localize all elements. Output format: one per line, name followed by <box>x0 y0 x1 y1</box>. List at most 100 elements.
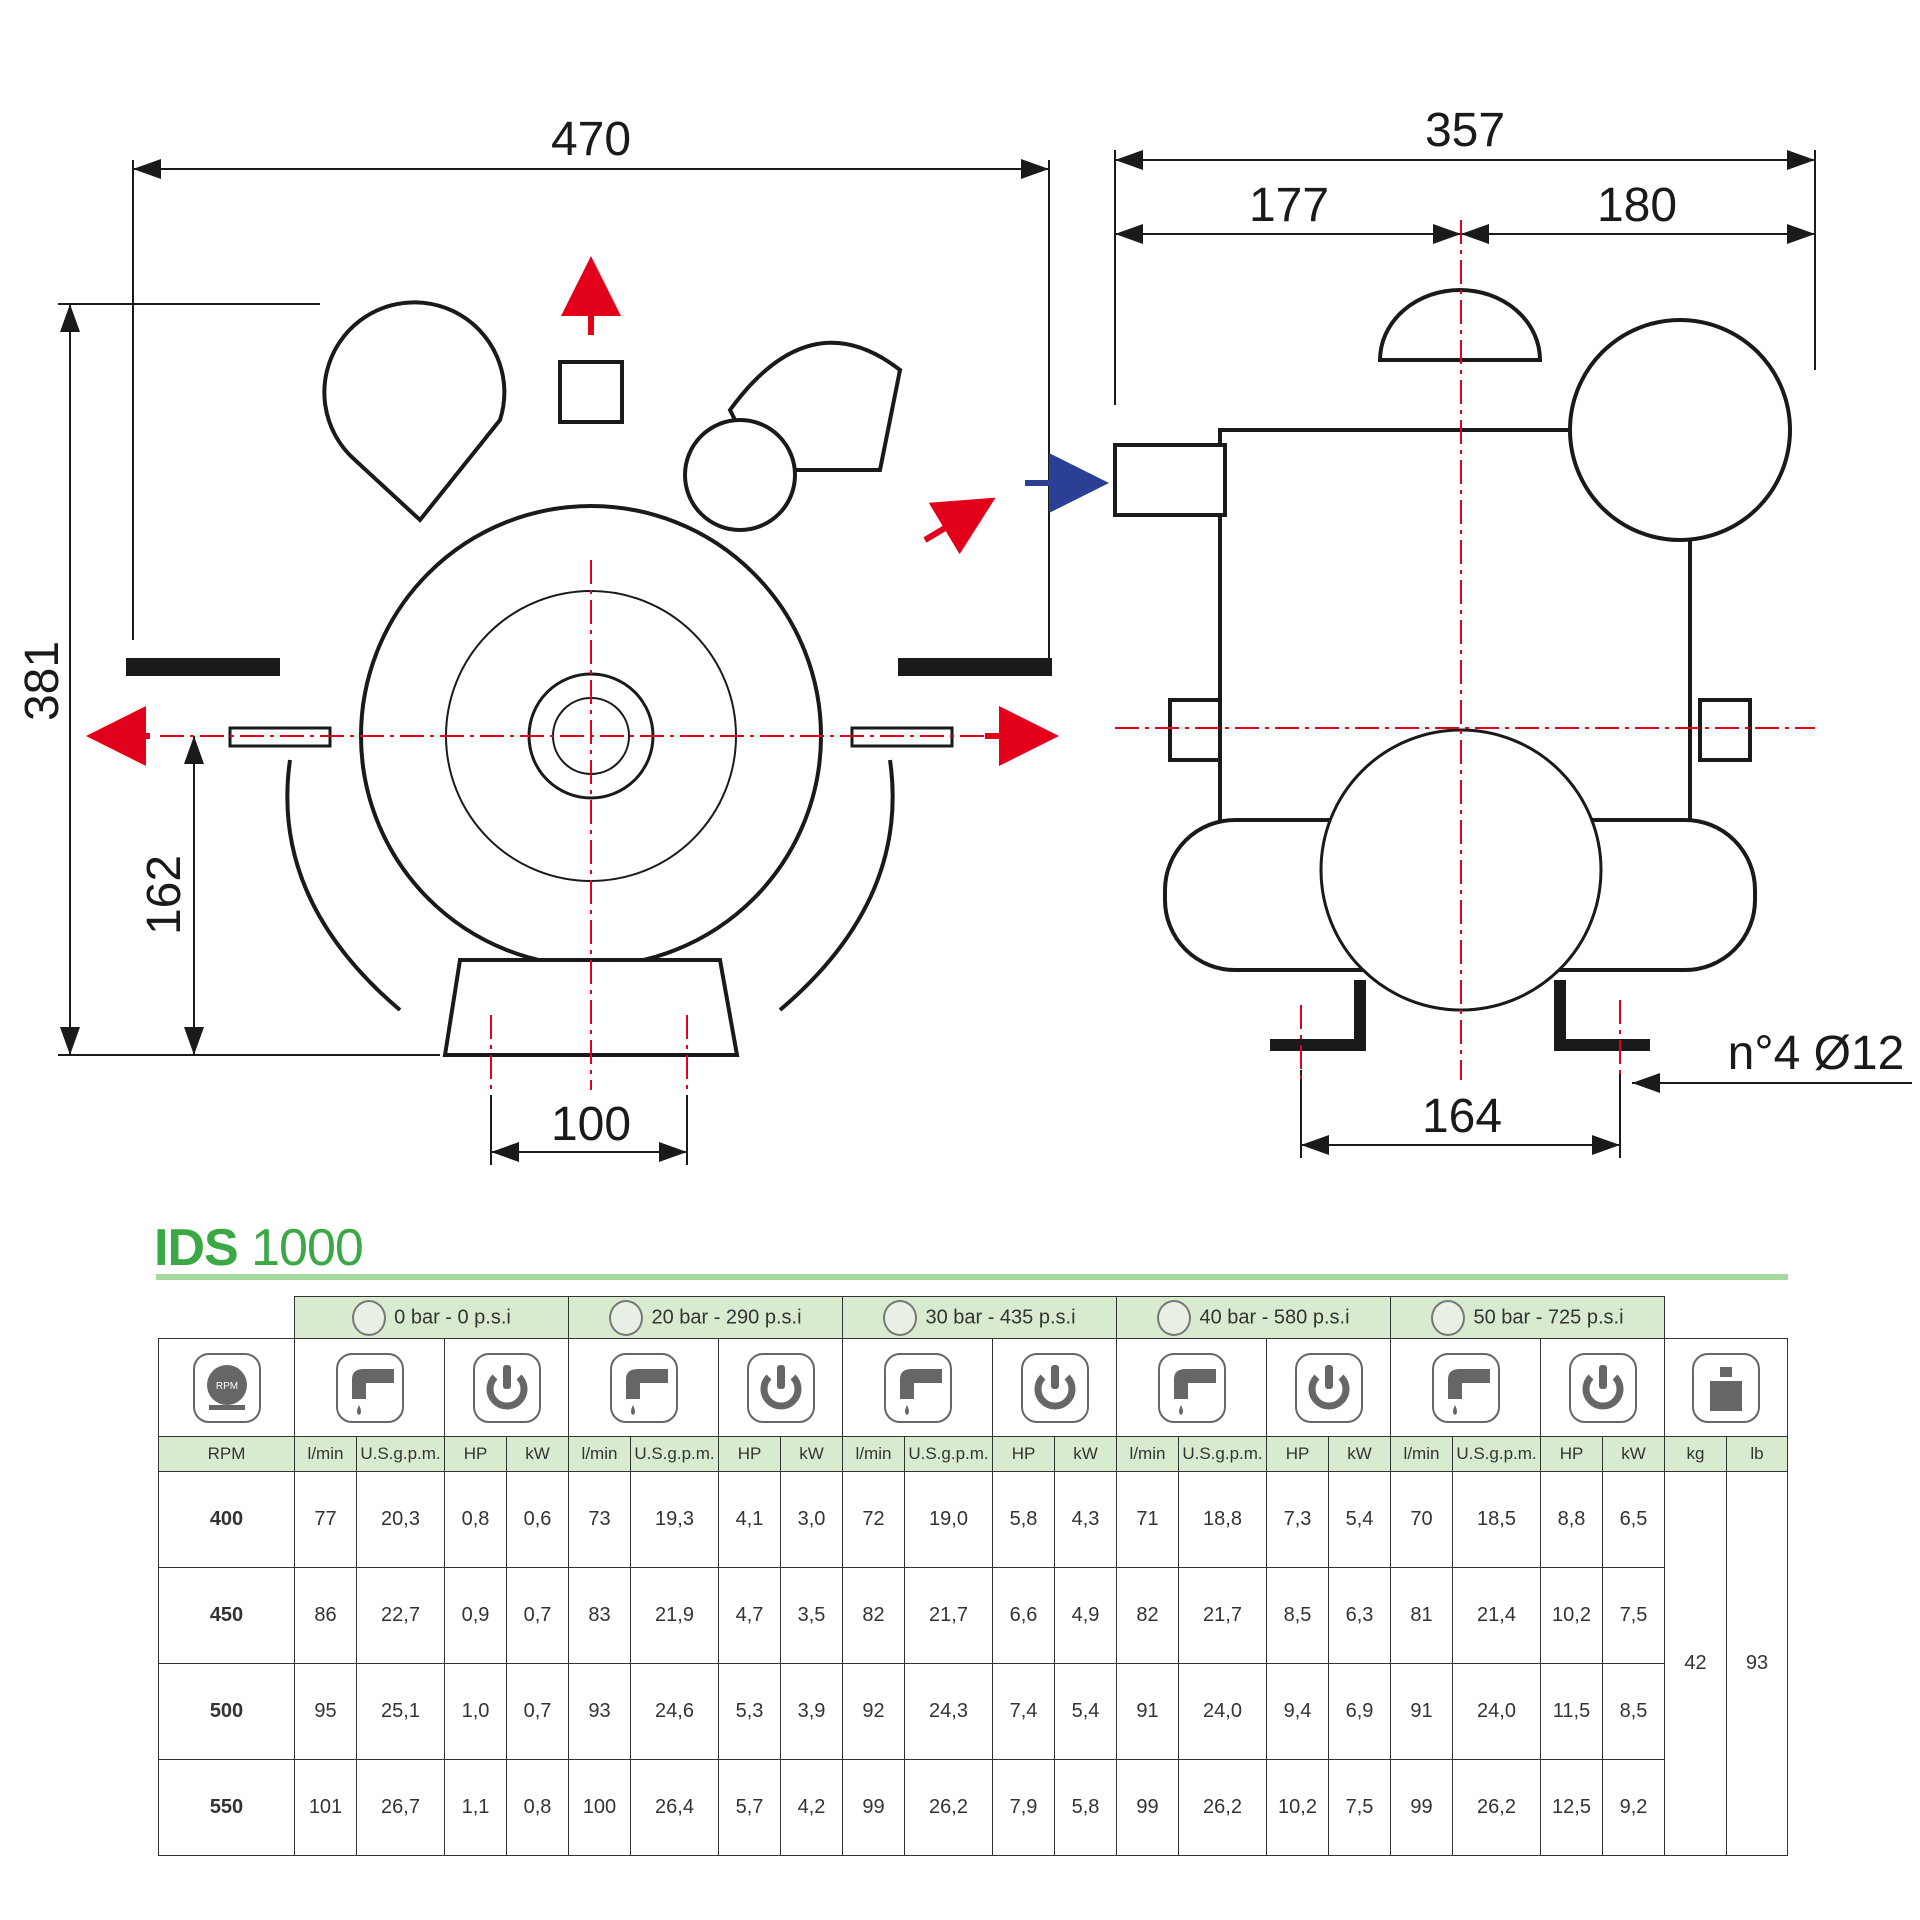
value-cell: 5,4 <box>1328 1471 1391 1568</box>
dim-front-feet: 100 <box>551 1098 631 1151</box>
unit-header: HP <box>1266 1436 1329 1472</box>
unit-header: U.S.g.p.m. <box>1452 1436 1541 1472</box>
faucet-icon <box>1157 1352 1226 1423</box>
value-cell: 5,7 <box>718 1759 781 1856</box>
value-cell: 26,2 <box>1452 1759 1541 1856</box>
dim-side-right: 180 <box>1597 179 1677 232</box>
value-cell: 7,9 <box>992 1759 1055 1856</box>
unit-header: lb <box>1726 1436 1788 1472</box>
unit-header: HP <box>1540 1436 1603 1472</box>
rpm-cell: 400 <box>158 1471 295 1568</box>
value-cell: 4,3 <box>1054 1471 1117 1568</box>
weight-icon-cell <box>1664 1338 1788 1437</box>
value-cell: 4,2 <box>780 1759 843 1856</box>
value-cell: 24,6 <box>630 1663 719 1760</box>
gauge-icon <box>1431 1299 1466 1336</box>
value-cell: 21,7 <box>1178 1567 1267 1664</box>
unit-header: RPM <box>158 1436 295 1472</box>
flow-arrows <box>86 256 1109 766</box>
pressure-header: 0 bar - 0 p.s.i <box>294 1296 569 1339</box>
dimension-lines <box>58 150 1912 1165</box>
empty-cell <box>1664 1296 1788 1339</box>
gauge-icon <box>609 1299 644 1336</box>
value-cell: 10,2 <box>1540 1567 1603 1664</box>
dim-holes: n°4 Ø12 <box>1728 1027 1905 1080</box>
unit-header: l/min <box>294 1436 357 1472</box>
rpm-cell: 450 <box>158 1567 295 1664</box>
flow-icon-cell <box>1390 1338 1541 1437</box>
value-cell: 26,4 <box>630 1759 719 1856</box>
value-cell: 4,1 <box>718 1471 781 1568</box>
value-cell: 70 <box>1390 1471 1453 1568</box>
value-cell: 101 <box>294 1759 357 1856</box>
power-icon <box>1020 1352 1089 1423</box>
gauge-icon <box>883 1299 918 1336</box>
unit-header: kW <box>780 1436 843 1472</box>
value-cell: 8,8 <box>1540 1471 1603 1568</box>
flow-icon-cell <box>842 1338 993 1437</box>
value-cell: 0,7 <box>506 1663 569 1760</box>
empty-cell <box>158 1296 295 1339</box>
value-cell: 5,8 <box>1054 1759 1117 1856</box>
value-cell: 26,2 <box>1178 1759 1267 1856</box>
dim-side-feet: 164 <box>1422 1090 1502 1143</box>
flow-icon-cell <box>568 1338 719 1437</box>
value-cell: 3,9 <box>780 1663 843 1760</box>
value-cell: 93 <box>568 1663 631 1760</box>
value-cell: 25,1 <box>356 1663 445 1760</box>
rpm-icon: RPM <box>192 1352 261 1423</box>
value-cell: 91 <box>1116 1663 1179 1760</box>
icon-row: RPM <box>158 1338 1788 1437</box>
dim-front-width: 470 <box>551 113 631 166</box>
gauge-icon <box>352 1299 387 1336</box>
centerlines <box>160 220 1815 1090</box>
unit-header: l/min <box>1116 1436 1179 1472</box>
value-cell: 7,4 <box>992 1663 1055 1760</box>
value-cell: 21,7 <box>904 1567 993 1664</box>
side-view-pump <box>1113 288 1792 1051</box>
value-cell: 99 <box>1390 1759 1453 1856</box>
pressure-header: 50 bar - 725 p.s.i <box>1390 1296 1665 1339</box>
value-cell: 91 <box>1390 1663 1453 1760</box>
value-cell: 24,3 <box>904 1663 993 1760</box>
value-cell: 7,3 <box>1266 1471 1329 1568</box>
unit-header: U.S.g.p.m. <box>630 1436 719 1472</box>
front-view-pump <box>126 300 1052 1057</box>
value-cell: 6,3 <box>1328 1567 1391 1664</box>
value-cell: 4,9 <box>1054 1567 1117 1664</box>
unit-header: l/min <box>1390 1436 1453 1472</box>
value-cell: 7,5 <box>1602 1567 1665 1664</box>
unit-header: kW <box>1328 1436 1391 1472</box>
value-cell: 18,8 <box>1178 1471 1267 1568</box>
value-cell: 72 <box>842 1471 905 1568</box>
power-icon-cell <box>1540 1338 1665 1437</box>
value-cell: 81 <box>1390 1567 1453 1664</box>
value-cell: 20,3 <box>356 1471 445 1568</box>
value-cell: 8,5 <box>1266 1567 1329 1664</box>
power-icon <box>1568 1352 1637 1423</box>
value-cell: 82 <box>1116 1567 1179 1664</box>
value-cell: 1,0 <box>444 1663 507 1760</box>
value-cell: 100 <box>568 1759 631 1856</box>
faucet-icon <box>1431 1352 1500 1423</box>
value-cell: 10,2 <box>1266 1759 1329 1856</box>
value-cell: 0,7 <box>506 1567 569 1664</box>
value-cell: 24,0 <box>1452 1663 1541 1760</box>
value-cell: 21,4 <box>1452 1567 1541 1664</box>
value-cell: 6,9 <box>1328 1663 1391 1760</box>
faucet-icon <box>335 1352 404 1423</box>
value-cell: 99 <box>842 1759 905 1856</box>
value-cell: 83 <box>568 1567 631 1664</box>
faucet-icon <box>609 1352 678 1423</box>
unit-header: kW <box>506 1436 569 1472</box>
value-cell: 12,5 <box>1540 1759 1603 1856</box>
unit-header: kW <box>1602 1436 1665 1472</box>
power-icon-cell <box>1266 1338 1391 1437</box>
value-cell: 24,0 <box>1178 1663 1267 1760</box>
flow-icon-cell <box>294 1338 445 1437</box>
svg-text:RPM: RPM <box>215 1381 237 1392</box>
dim-side-left: 177 <box>1249 179 1329 232</box>
value-cell: 0,8 <box>444 1471 507 1568</box>
